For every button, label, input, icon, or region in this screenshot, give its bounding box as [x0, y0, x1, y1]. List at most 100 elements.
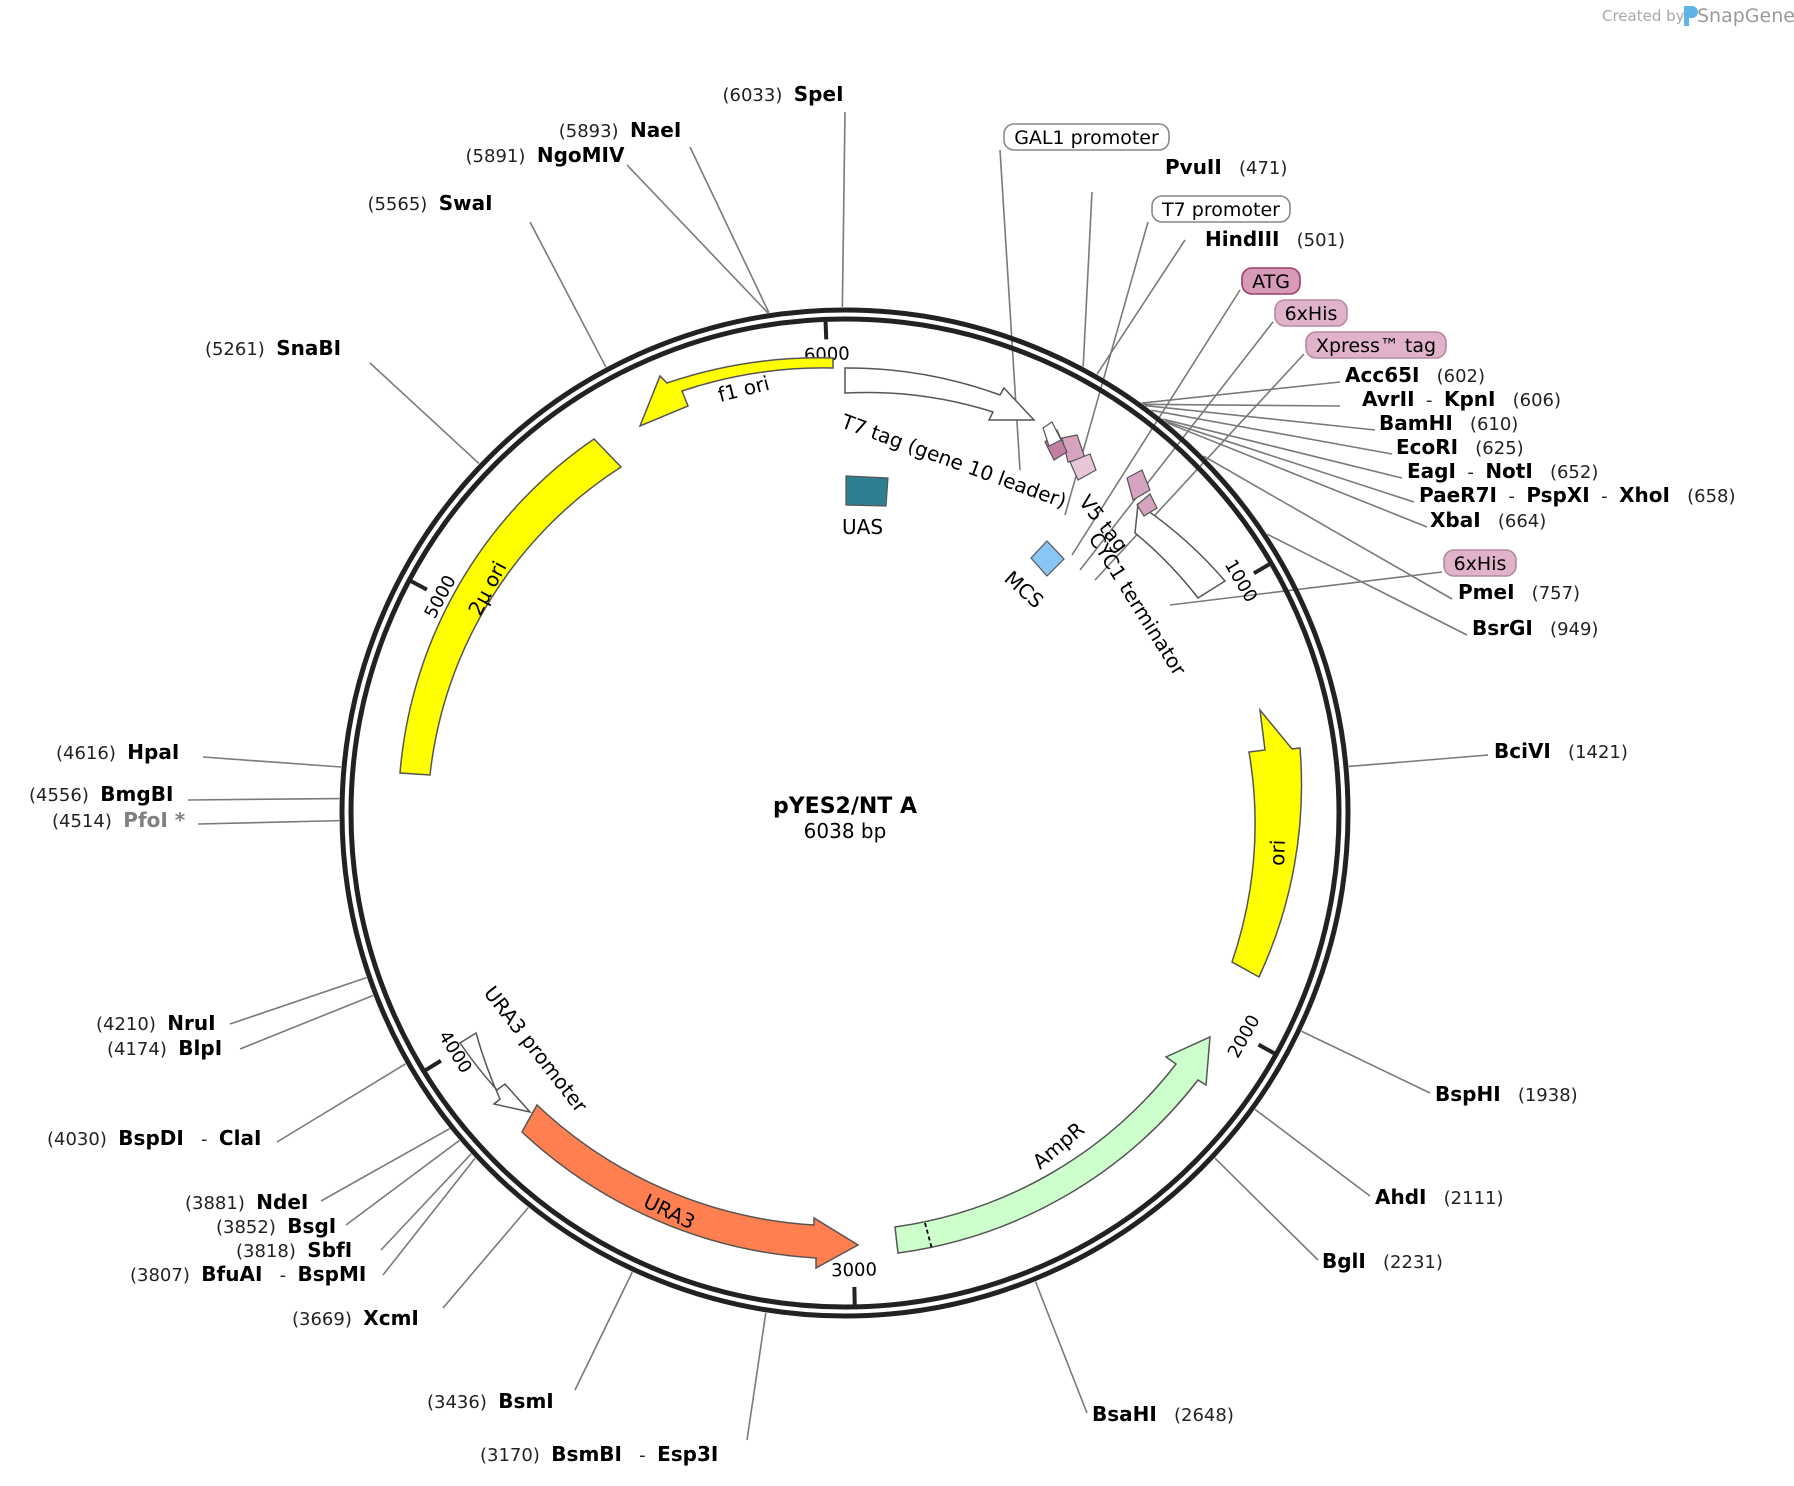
site-label-ecori[interactable]: EcoRI (625)	[1396, 435, 1524, 459]
cyc1-terminator-arrow[interactable]	[1134, 502, 1227, 599]
callout-box[interactable]	[1274, 299, 1348, 327]
site-leader	[197, 819, 340, 825]
site-label-bspdi[interactable]: (4030) BspDI - ClaI	[47, 1126, 261, 1150]
site-label-pfoi[interactable]: (4514) PfoI *	[52, 808, 186, 832]
site-leader	[382, 1157, 476, 1276]
callout-label: 6xHis	[1454, 553, 1507, 575]
site-leader	[1151, 409, 1393, 455]
credit-prefix: Created by	[1602, 7, 1685, 25]
site-label-bfuai[interactable]: (3807) BfuAI - BspMI	[130, 1262, 366, 1286]
6xhis-tag-marker[interactable]	[1136, 493, 1158, 517]
site-label-hpai[interactable]: (4616) HpaI	[56, 740, 179, 764]
mcs-block[interactable]	[1030, 540, 1065, 577]
site-label-bcivi[interactable]: BciVI (1421)	[1494, 739, 1628, 763]
features	[399, 357, 1303, 1270]
site-leader	[442, 1207, 529, 1309]
site-label-paer7i[interactable]: PaeR7I - PspXI - XhoI (658)	[1419, 483, 1736, 507]
t7-tag-arrow[interactable]	[844, 367, 1036, 421]
site-label-swai[interactable]: (5565) SwaI	[367, 191, 492, 215]
site-leader	[1162, 418, 1403, 479]
site-label-sbfi[interactable]: (3818) SbfI	[236, 1238, 352, 1262]
uas-block[interactable]	[845, 475, 889, 507]
label-mcs: MCS	[1000, 566, 1049, 613]
site-label-blpi[interactable]: (4174) BlpI	[107, 1036, 222, 1060]
v5-tag-marker[interactable]	[1126, 469, 1151, 501]
site-leader	[1164, 420, 1415, 503]
snapgene-credit[interactable]: Created by SnapGene	[1602, 5, 1794, 27]
site-label-avrii[interactable]: AvrII - KpnI (606)	[1362, 387, 1561, 411]
site-leader	[1082, 191, 1093, 367]
restriction-site-labels: (6033) SpeI (5893) NaeI(5891) NgoMIV (5565…	[29, 82, 1736, 1466]
label-ori: ori	[1265, 839, 1290, 866]
site-leader	[187, 797, 340, 801]
site-leader	[320, 1128, 450, 1202]
site-label-snabi[interactable]: (5261) SnaBI	[205, 336, 341, 360]
callout-box[interactable]	[1305, 331, 1447, 359]
tick-mark	[1257, 1042, 1276, 1056]
ori-arrow[interactable]	[1231, 707, 1303, 979]
site-label-pmei[interactable]: PmeI (757)	[1458, 580, 1580, 604]
backbone-outer-ring	[339, 307, 1351, 1319]
snapgene-logo-icon	[1684, 6, 1698, 26]
plasmid-center-label: pYES2/NT A 6038 bp	[773, 794, 917, 843]
callout-box[interactable]	[1241, 267, 1301, 295]
site-label-acc65i[interactable]: Acc65I (602)	[1345, 363, 1485, 387]
site-leader	[380, 1153, 472, 1251]
site-leader	[1254, 1108, 1371, 1197]
ura3-promoter-arrow[interactable]	[458, 1031, 533, 1114]
site-leader	[239, 994, 374, 1050]
site-label-nrui[interactable]: (4210) NruI	[96, 1011, 216, 1035]
callout-box[interactable]	[1151, 195, 1291, 223]
callout-label: ATG	[1252, 271, 1290, 293]
site-label-xbai[interactable]: XbaI (664)	[1430, 508, 1546, 532]
site-label-ndei[interactable]: (3881) NdeI	[185, 1190, 308, 1214]
leader-lines	[187, 111, 1489, 1441]
ampr-promoter-divider	[924, 1222, 933, 1250]
site-leader	[626, 164, 769, 314]
backbone-inner-ring	[348, 316, 1342, 1310]
site-label-spei[interactable]: (6033) SpeI	[722, 82, 843, 106]
site-label-bamhi[interactable]: BamHI (610)	[1379, 411, 1518, 435]
f1-ori-arrow[interactable]	[638, 357, 834, 428]
site-label-xcmi[interactable]: (3669) XcmI	[292, 1306, 419, 1330]
site-leader	[841, 111, 846, 308]
site-label-bsrgi[interactable]: BsrGI (949)	[1472, 616, 1598, 640]
site-label-bsmi[interactable]: (3436) BsmI	[427, 1389, 554, 1413]
6xhis-n-marker[interactable]	[1069, 453, 1097, 481]
site-label-bsmbi[interactable]: (3170) BsmBI - Esp3I	[480, 1442, 718, 1466]
site-leader	[369, 362, 480, 465]
site-label-bsphi[interactable]: BspHI (1938)	[1435, 1082, 1578, 1106]
site-label-bsahi[interactable]: BsaHI (2648)	[1092, 1402, 1234, 1426]
site-leader	[1143, 403, 1341, 407]
site-leader	[202, 756, 342, 768]
site-label-eagi[interactable]: EagI - NotI (652)	[1407, 459, 1598, 483]
tick-mark	[410, 579, 428, 592]
label-ura3-promoter: URA3 promoter	[479, 981, 593, 1117]
site-label-naei[interactable]: (5893) NaeI	[559, 118, 682, 142]
site-label-ngomiv[interactable]: (5891) NgoMIV	[466, 143, 625, 167]
2u-ori-arrow[interactable]	[399, 438, 623, 776]
site-label-ahdi[interactable]: AhdI (2111)	[1375, 1185, 1504, 1209]
t7-promoter-marker[interactable]	[1042, 421, 1062, 447]
site-label-bmgbi[interactable]: (4556) BmgBI	[29, 782, 173, 806]
site-leader	[1144, 404, 1376, 431]
site-label-pvuii[interactable]: PvuII (471)	[1165, 155, 1287, 179]
site-leader	[689, 146, 770, 314]
site-leader	[1301, 1030, 1431, 1094]
tick-label: 3000	[831, 1259, 877, 1281]
tick-label: 2000	[1224, 1011, 1265, 1061]
site-leader	[1214, 1157, 1319, 1261]
callout-box[interactable]	[1003, 123, 1170, 151]
ura3-arrow[interactable]	[521, 1103, 860, 1270]
label-uas: UAS	[842, 515, 883, 539]
site-label-hindiii[interactable]: HindIII (501)	[1205, 227, 1345, 251]
backbone	[339, 307, 1351, 1319]
site-label-bsgi[interactable]: (3852) BsgI	[216, 1214, 336, 1238]
callout-label: T7 promoter	[1161, 199, 1280, 221]
plasmid-name: pYES2/NT A	[773, 794, 917, 819]
callout-box[interactable]	[1443, 549, 1517, 577]
tick-mark	[1252, 562, 1271, 576]
site-label-bgli[interactable]: BglI (2231)	[1322, 1249, 1443, 1273]
